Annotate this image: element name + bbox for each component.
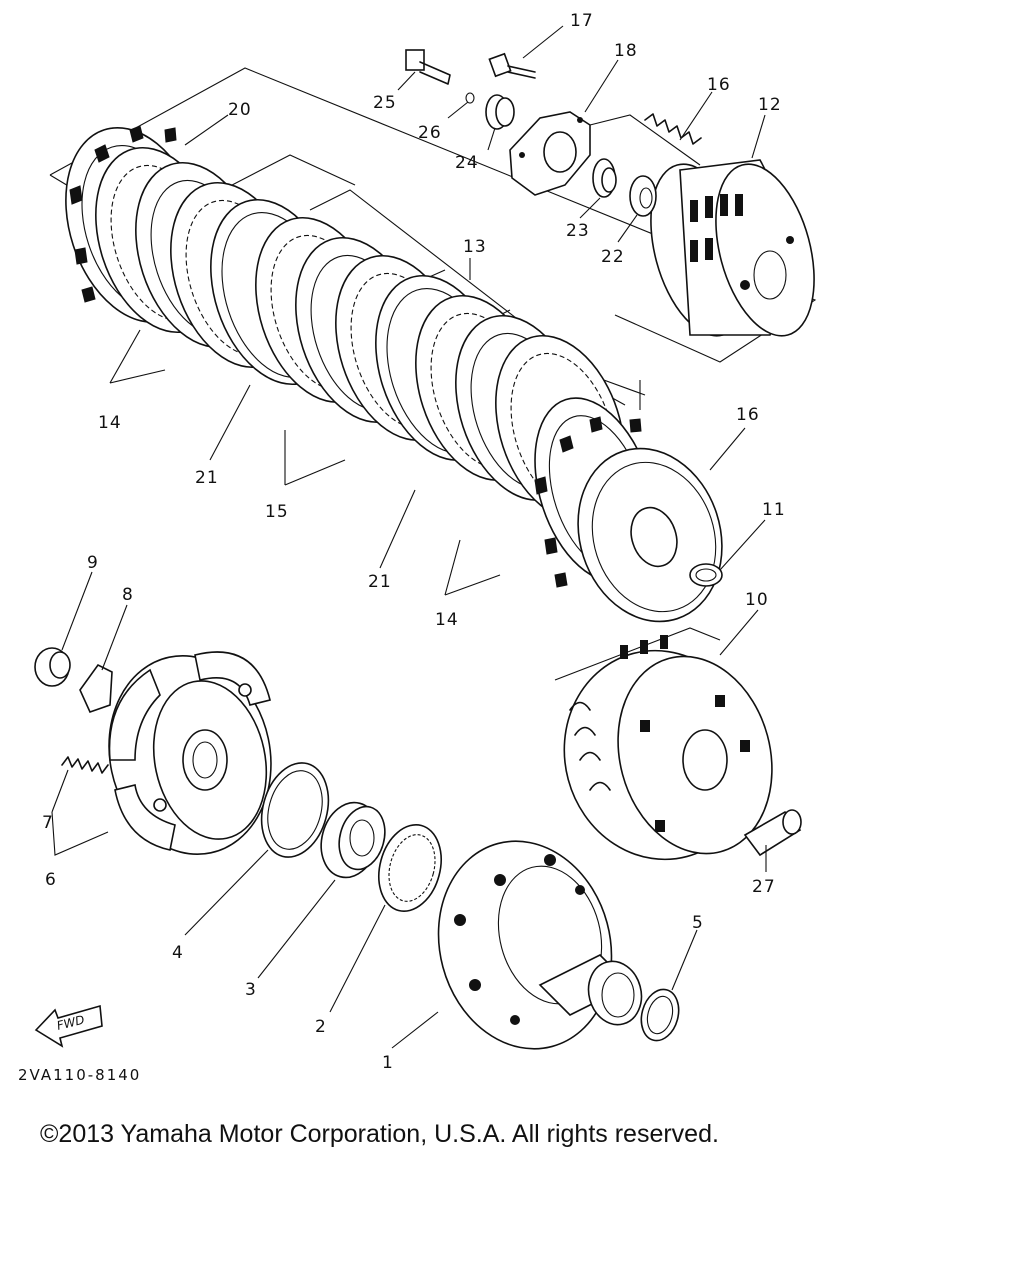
pressure-plate-16	[577, 447, 723, 623]
washer-8	[79, 663, 113, 713]
exploded-parts-diagram: 17 18 16 12 20 25 26 24 23 22 13 14 21 1…	[34, 11, 817, 1073]
callout-15: 15	[265, 502, 289, 522]
callout-5: 5	[692, 913, 704, 933]
callout-1: 1	[382, 1053, 394, 1073]
callout-20: 20	[228, 100, 252, 120]
leader-lines	[51, 25, 767, 1049]
callout-14-upper: 14	[98, 413, 122, 433]
plate-sequence	[95, 146, 656, 588]
callout-17: 16	[707, 75, 731, 95]
washer-26	[465, 92, 475, 104]
circlip-11	[689, 563, 723, 587]
callout-23: 23	[566, 221, 590, 241]
clutch-plate-stack	[65, 125, 656, 588]
washer-5	[640, 988, 680, 1042]
callout-21-lower: 21	[368, 572, 392, 592]
part-callouts: 17 18 16 12 20 25 26 24 23 22 13 14 21 1…	[42, 11, 786, 1073]
clutch-carrier-1	[437, 840, 643, 1050]
lock-washer-22	[629, 175, 657, 217]
callout-18: 17	[570, 11, 594, 31]
centrifugal-clutch-6	[108, 651, 272, 856]
callout-22: 22	[601, 247, 625, 267]
callout-14-lower: 14	[435, 610, 459, 630]
callout-26: 26	[418, 123, 442, 143]
callout-21-upper: 21	[195, 468, 219, 488]
nut-9	[34, 647, 71, 687]
one-way-clutch-2	[378, 823, 442, 913]
diagram-canvas: 17 18 16 12 20 25 26 24 23 22 13 14 21 1…	[34, 11, 817, 1073]
callout-16: 16	[736, 405, 760, 425]
bearing-24	[485, 94, 515, 130]
push-plate-19	[509, 111, 591, 196]
callout-2: 2	[315, 1017, 327, 1037]
bearing-3	[320, 801, 386, 879]
callout-12: 12	[758, 95, 782, 115]
bolt-18	[488, 52, 536, 79]
bushing-27	[743, 809, 802, 857]
clutch-housing-10	[554, 627, 773, 861]
callout-3: 3	[245, 980, 257, 1000]
drawing-code: 2VA110-8140	[18, 1066, 142, 1084]
callout-27: 27	[752, 877, 776, 897]
copyright-notice: ©2013 Yamaha Motor Corporation, U.S.A. A…	[40, 1120, 719, 1148]
fwd-arrow-icon: FWD	[34, 1004, 103, 1048]
callout-11: 11	[762, 500, 786, 520]
fwd-label: FWD	[55, 1013, 86, 1033]
callout-4: 4	[172, 943, 184, 963]
callout-19: 18	[614, 41, 638, 61]
callout-13: 13	[463, 237, 487, 257]
callout-24: 24	[455, 153, 479, 173]
spring-17	[644, 113, 702, 145]
clutch-boss-12	[650, 159, 815, 337]
callout-25: 25	[373, 93, 397, 113]
thrust-washer-4	[260, 762, 330, 858]
callout-8: 8	[122, 585, 134, 605]
callout-7: 7	[42, 813, 54, 833]
spring-7	[61, 756, 109, 774]
push-rod-25	[405, 49, 451, 85]
callout-6: 6	[45, 870, 57, 890]
seal-23	[592, 158, 617, 198]
callout-9: 9	[87, 553, 99, 573]
callout-10: 10	[745, 590, 769, 610]
